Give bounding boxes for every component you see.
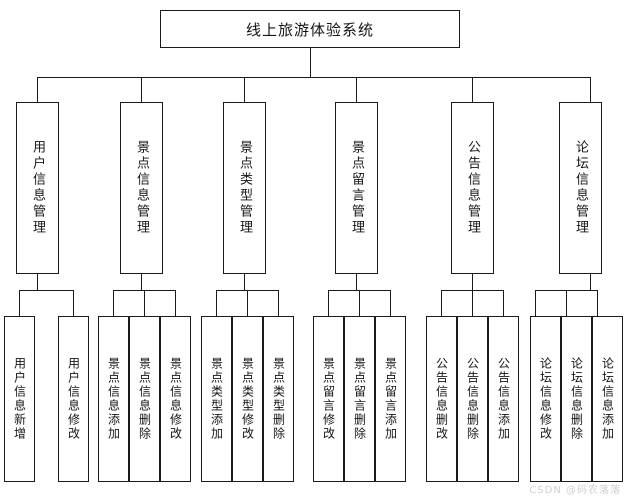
leaf-node-1-1[interactable]: 用户信息新增 xyxy=(4,316,35,482)
connector-leaf-drop-6-2 xyxy=(566,290,567,316)
connector-level1-bus xyxy=(37,77,591,78)
leaf-node-5-2[interactable]: 公告信息删除 xyxy=(457,316,488,482)
leaf-node-4-1[interactable]: 景点留言修改 xyxy=(313,316,344,482)
connector-leaf-drop-2-3 xyxy=(175,290,176,316)
connector-branch5-stem xyxy=(472,274,473,290)
connector-branch-drop-3 xyxy=(244,77,245,102)
watermark: CSDN @码农落落 xyxy=(529,485,621,496)
leaf-node-5-1-label: 公告信息删改 xyxy=(434,357,449,441)
branch-node-1-label: 用户信息管理 xyxy=(30,140,45,236)
leaf-node-6-1-label: 论坛信息修改 xyxy=(538,357,553,441)
connector-leaf-drop-2-1 xyxy=(113,290,114,316)
leaf-node-4-2-label: 景点留言删除 xyxy=(352,357,367,441)
leaf-node-3-2[interactable]: 景点类型修改 xyxy=(232,316,263,482)
connector-leaf-drop-4-3 xyxy=(390,290,391,316)
leaf-node-2-2-label: 景点信息删除 xyxy=(137,357,152,441)
leaf-node-6-3-label: 论坛信息添加 xyxy=(600,357,615,441)
connector-branch6-stem xyxy=(590,274,591,290)
leaf-node-4-3[interactable]: 景点留言添加 xyxy=(375,316,406,482)
leaf-node-3-3-label: 景点类型删除 xyxy=(271,357,286,441)
connector-leaf-drop-5-3 xyxy=(503,290,504,316)
leaf-node-2-3[interactable]: 景点信息修改 xyxy=(160,316,191,482)
leaf-node-2-1[interactable]: 景点信息添加 xyxy=(98,316,129,482)
connector-branch-drop-1 xyxy=(37,77,38,102)
leaf-node-3-1-label: 景点类型添加 xyxy=(209,357,224,441)
connector-branch2-stem xyxy=(141,274,142,290)
connector-leaf-drop-4-2 xyxy=(359,290,360,316)
connector-branch-drop-4 xyxy=(356,77,357,102)
connector-branch3-stem xyxy=(244,274,245,290)
connector-branch1-stem xyxy=(37,274,38,290)
leaf-node-2-2[interactable]: 景点信息删除 xyxy=(129,316,160,482)
branch-node-5-label: 公告信息管理 xyxy=(465,140,480,236)
connector-leaf-drop-3-1 xyxy=(216,290,217,316)
leaf-node-5-2-label: 公告信息删除 xyxy=(465,357,480,441)
leaf-node-6-1[interactable]: 论坛信息修改 xyxy=(530,316,561,482)
branch-node-2-label: 景点信息管理 xyxy=(134,140,149,236)
branch-node-4[interactable]: 景点留言管理 xyxy=(335,102,378,274)
connector-branch4-stem xyxy=(356,274,357,290)
leaf-node-2-3-label: 景点信息修改 xyxy=(168,357,183,441)
leaf-node-6-3[interactable]: 论坛信息添加 xyxy=(592,316,623,482)
connector-branch-drop-5 xyxy=(472,77,473,102)
connector-leaf-drop-3-3 xyxy=(278,290,279,316)
connector-root-drop xyxy=(310,48,311,77)
branch-node-4-label: 景点留言管理 xyxy=(349,140,364,236)
branch-node-6-label: 论坛信息管理 xyxy=(573,140,588,236)
leaf-node-2-1-label: 景点信息添加 xyxy=(106,357,121,441)
connector-leaf-drop-5-2 xyxy=(472,290,473,316)
leaf-node-3-2-label: 景点类型修改 xyxy=(240,357,255,441)
connector-branch1-bus xyxy=(19,290,73,291)
leaf-node-1-2-label: 用户信息修改 xyxy=(66,357,81,441)
connector-leaf-drop-1-2 xyxy=(73,290,74,316)
connector-branch-drop-6 xyxy=(590,77,591,102)
connector-leaf-drop-5-1 xyxy=(441,290,442,316)
connector-leaf-drop-6-3 xyxy=(597,290,598,316)
connector-leaf-drop-1-1 xyxy=(19,290,20,316)
branch-node-5[interactable]: 公告信息管理 xyxy=(451,102,494,274)
leaf-node-5-3[interactable]: 公告信息添加 xyxy=(488,316,519,482)
leaf-node-3-1[interactable]: 景点类型添加 xyxy=(201,316,232,482)
connector-branch-drop-2 xyxy=(141,77,142,102)
branch-node-3-label: 景点类型管理 xyxy=(237,140,252,236)
leaf-node-6-2-label: 论坛信息删除 xyxy=(569,357,584,441)
leaf-node-4-2[interactable]: 景点留言删除 xyxy=(344,316,375,482)
leaf-node-4-3-label: 景点留言添加 xyxy=(383,357,398,441)
connector-leaf-drop-6-1 xyxy=(535,290,536,316)
branch-node-3[interactable]: 景点类型管理 xyxy=(223,102,266,274)
leaf-node-3-3[interactable]: 景点类型删除 xyxy=(263,316,294,482)
leaf-node-1-2[interactable]: 用户信息修改 xyxy=(58,316,89,482)
connector-leaf-drop-3-2 xyxy=(247,290,248,316)
leaf-node-5-1[interactable]: 公告信息删改 xyxy=(426,316,457,482)
leaf-node-4-1-label: 景点留言修改 xyxy=(321,357,336,441)
leaf-node-6-2[interactable]: 论坛信息删除 xyxy=(561,316,592,482)
connector-leaf-drop-2-2 xyxy=(144,290,145,316)
root-node[interactable]: 线上旅游体验系统 xyxy=(160,10,460,48)
root-node-label: 线上旅游体验系统 xyxy=(245,20,374,39)
leaf-node-1-1-label: 用户信息新增 xyxy=(12,357,27,441)
branch-node-2[interactable]: 景点信息管理 xyxy=(120,102,163,274)
branch-node-6[interactable]: 论坛信息管理 xyxy=(559,102,602,274)
leaf-node-5-3-label: 公告信息添加 xyxy=(496,357,511,441)
branch-node-1[interactable]: 用户信息管理 xyxy=(16,102,59,274)
connector-leaf-drop-4-1 xyxy=(328,290,329,316)
